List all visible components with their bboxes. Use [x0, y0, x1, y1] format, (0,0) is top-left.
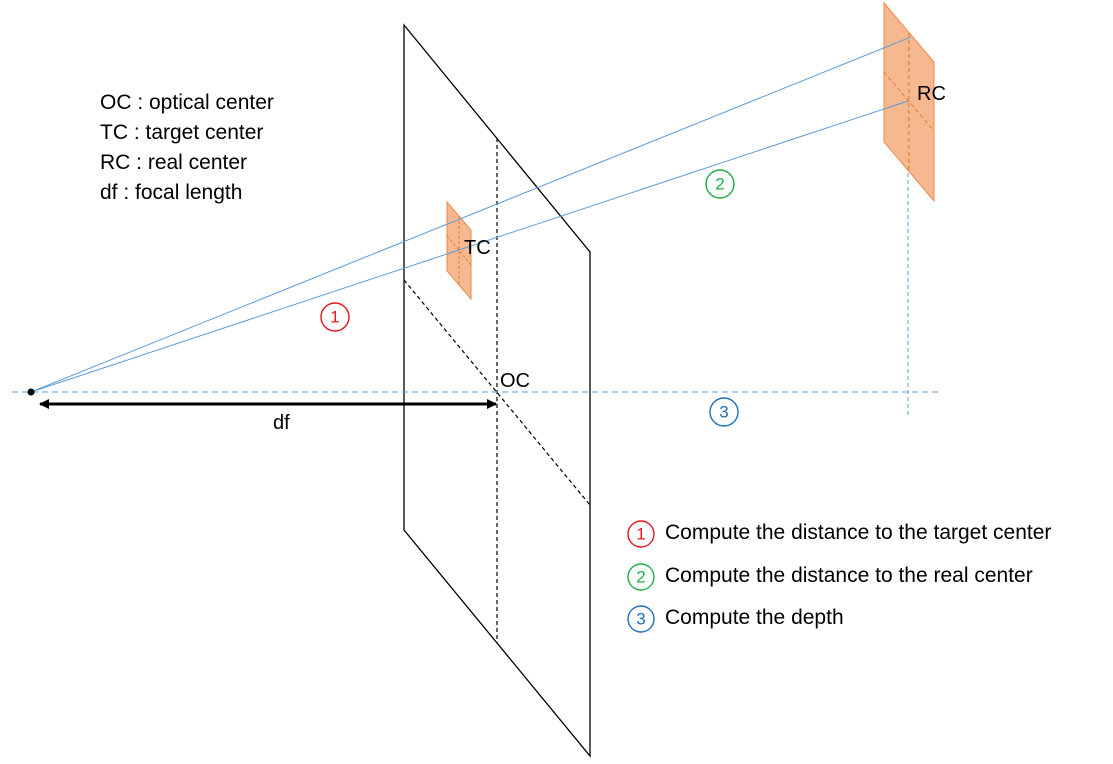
oc-label: OC	[500, 370, 530, 392]
definitions-legend: OC : optical center TC : target center R…	[100, 91, 274, 204]
step-3-item: 3 Compute the depth	[627, 605, 844, 633]
real-object-patch	[883, 1, 935, 203]
rc-label: RC	[917, 83, 946, 105]
step-3-marker: 3	[709, 397, 739, 427]
definition-rc: RC : real center	[100, 151, 247, 174]
step-2-item: 2 Compute the distance to the real cente…	[627, 563, 1033, 591]
definition-oc: OC : optical center	[100, 91, 274, 114]
target-patch-horizontal-axis	[446, 235, 472, 266]
ray-to-center	[30, 100, 909, 393]
step-3-marker-number: 3	[719, 403, 728, 422]
definition-tc: TC : target center	[100, 121, 263, 144]
step-2-marker: 2	[705, 169, 735, 199]
step-3-item-text: Compute the depth	[665, 606, 844, 629]
step-1-item: 1 Compute the distance to the target cen…	[627, 520, 1051, 548]
image-plane	[403, 23, 591, 758]
step-1-marker-number: 1	[330, 308, 339, 327]
step-1-item-number: 1	[636, 525, 645, 544]
df-label: df	[273, 412, 290, 434]
step-1-marker: 1	[320, 302, 350, 332]
step-2-item-text: Compute the distance to the real center	[665, 564, 1033, 587]
step-2-item-number: 2	[636, 568, 645, 587]
step-1-item-text: Compute the distance to the target cente…	[665, 521, 1051, 544]
step-2-marker-number: 2	[715, 175, 724, 194]
step-3-item-number: 3	[636, 610, 645, 629]
tc-label: TC	[464, 237, 491, 259]
camera-point	[27, 388, 35, 396]
definition-df: df : focal length	[100, 181, 242, 204]
ray-to-top	[30, 36, 912, 393]
real-object-horizontal-axis	[883, 71, 935, 132]
steps-legend: 1 Compute the distance to the target cen…	[627, 520, 1051, 633]
